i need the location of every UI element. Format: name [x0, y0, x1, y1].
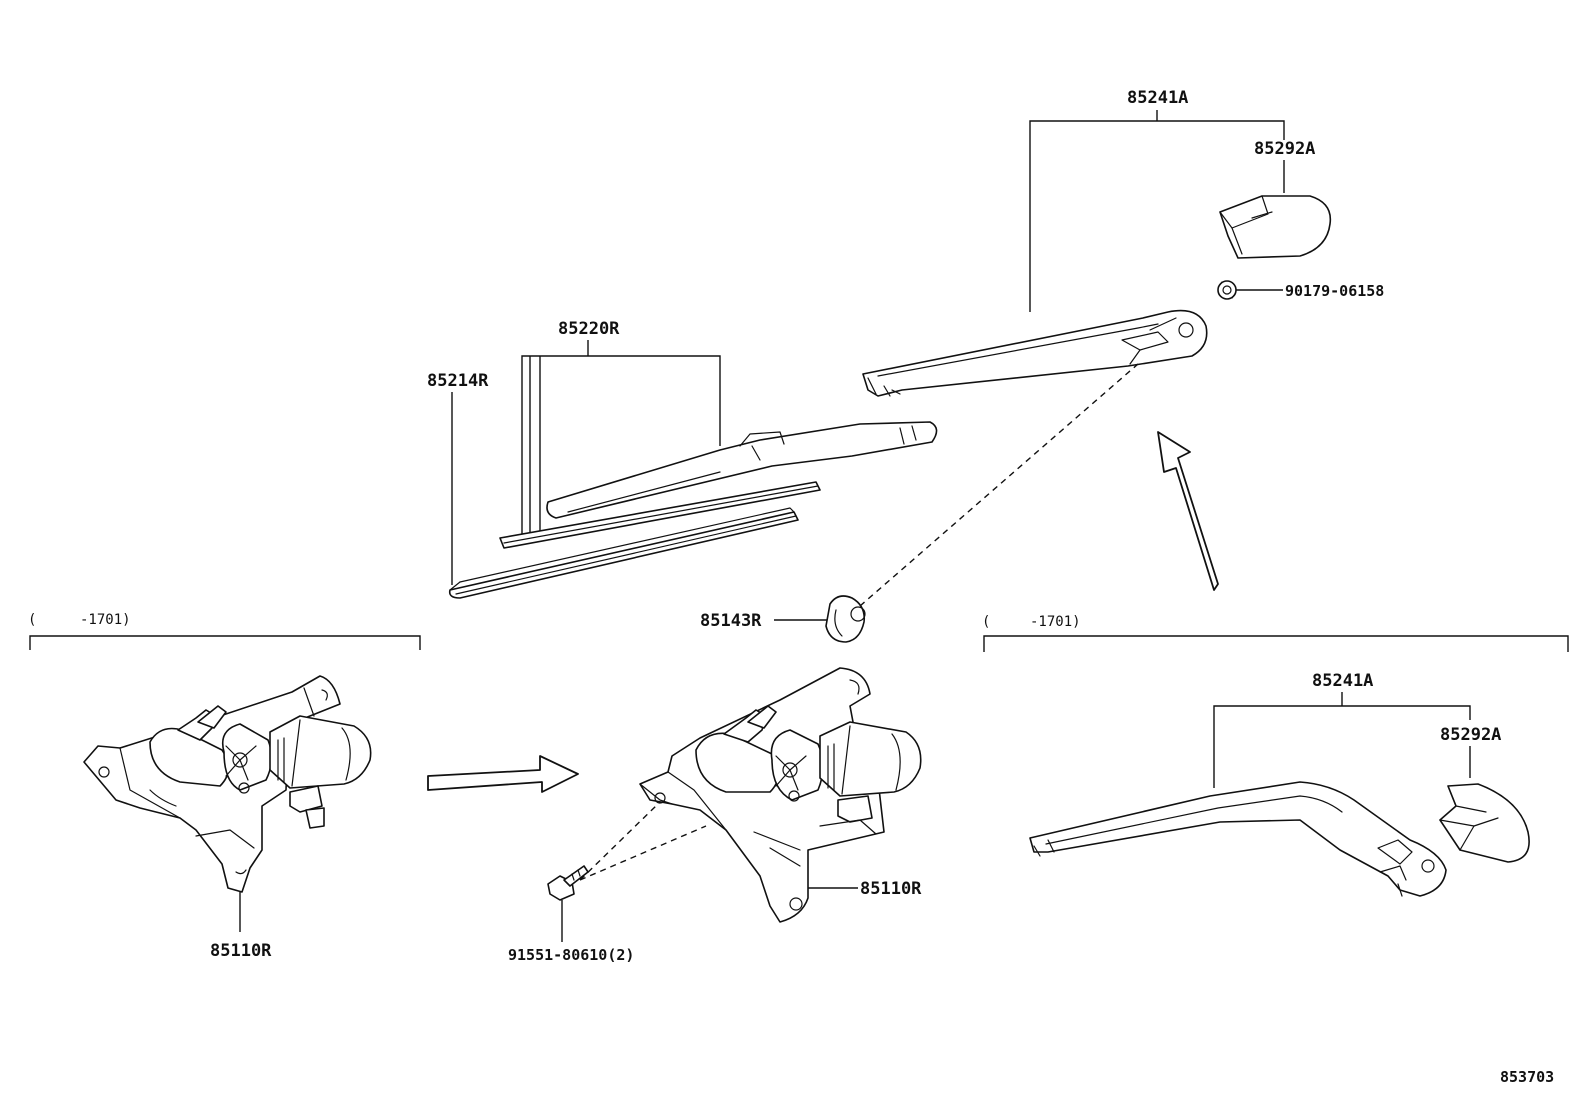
cap-part — [825, 595, 866, 643]
dashed-bolt-2 — [579, 825, 707, 881]
label-cover-upper: 85292A — [1254, 139, 1315, 159]
arm-assy-upper-group: 85241A 85292A 90179-06158 — [862, 88, 1384, 397]
cover-upper-part — [1219, 195, 1332, 259]
arrow-right-to-new-motor — [427, 755, 579, 793]
range-right-bracket — [983, 635, 1569, 652]
label-cover-lower: 85292A — [1440, 725, 1501, 745]
bolt-part — [547, 865, 589, 901]
label-blade: 85220R — [558, 319, 620, 339]
range-right-value: -1701) — [1030, 614, 1081, 630]
range-left-bracket — [29, 635, 421, 650]
cover-lower-part — [1439, 783, 1530, 863]
bracket-blade — [521, 355, 721, 536]
label-cap: 85143R — [700, 611, 762, 631]
label-arm-assy-lower: 85241A — [1312, 671, 1373, 691]
arrow-up-to-new-arm — [1157, 431, 1219, 591]
label-blade-rubber: 85214R — [427, 371, 489, 391]
arm-lower-part — [1029, 781, 1447, 897]
bracket-arm-assy-lower — [1213, 705, 1471, 788]
range-left-open: ( — [28, 612, 36, 628]
cap-group: 85143R — [700, 363, 1139, 643]
blade-group: 85220R 85214R — [427, 319, 938, 599]
range-right-group: ( -1701) — [982, 614, 1569, 652]
bracket-arm-assy-upper — [1029, 120, 1285, 312]
dashed-bolt-1 — [579, 801, 661, 881]
range-left-value: -1701) — [80, 612, 131, 628]
label-arm-assy-upper: 85241A — [1127, 88, 1188, 108]
blade-part — [546, 421, 938, 519]
range-right-open: ( — [982, 614, 990, 630]
dashed-cap-to-arm — [859, 363, 1139, 607]
arm-upper-part — [862, 309, 1208, 397]
label-bolt: 91551-80610(2) — [508, 946, 634, 964]
motor-center-part — [639, 667, 922, 923]
motor-left-part — [83, 675, 372, 893]
label-motor-center: 85110R — [860, 879, 922, 899]
range-left-group: ( -1701) — [28, 612, 421, 650]
blade-rubber-strip-2 — [448, 507, 799, 599]
figure-number: 853703 — [1500, 1068, 1554, 1086]
label-motor-left: 85110R — [210, 941, 272, 961]
label-nut: 90179-06158 — [1285, 282, 1384, 300]
blade-rubber-strip-1 — [499, 481, 821, 549]
nut-part — [1217, 280, 1237, 300]
